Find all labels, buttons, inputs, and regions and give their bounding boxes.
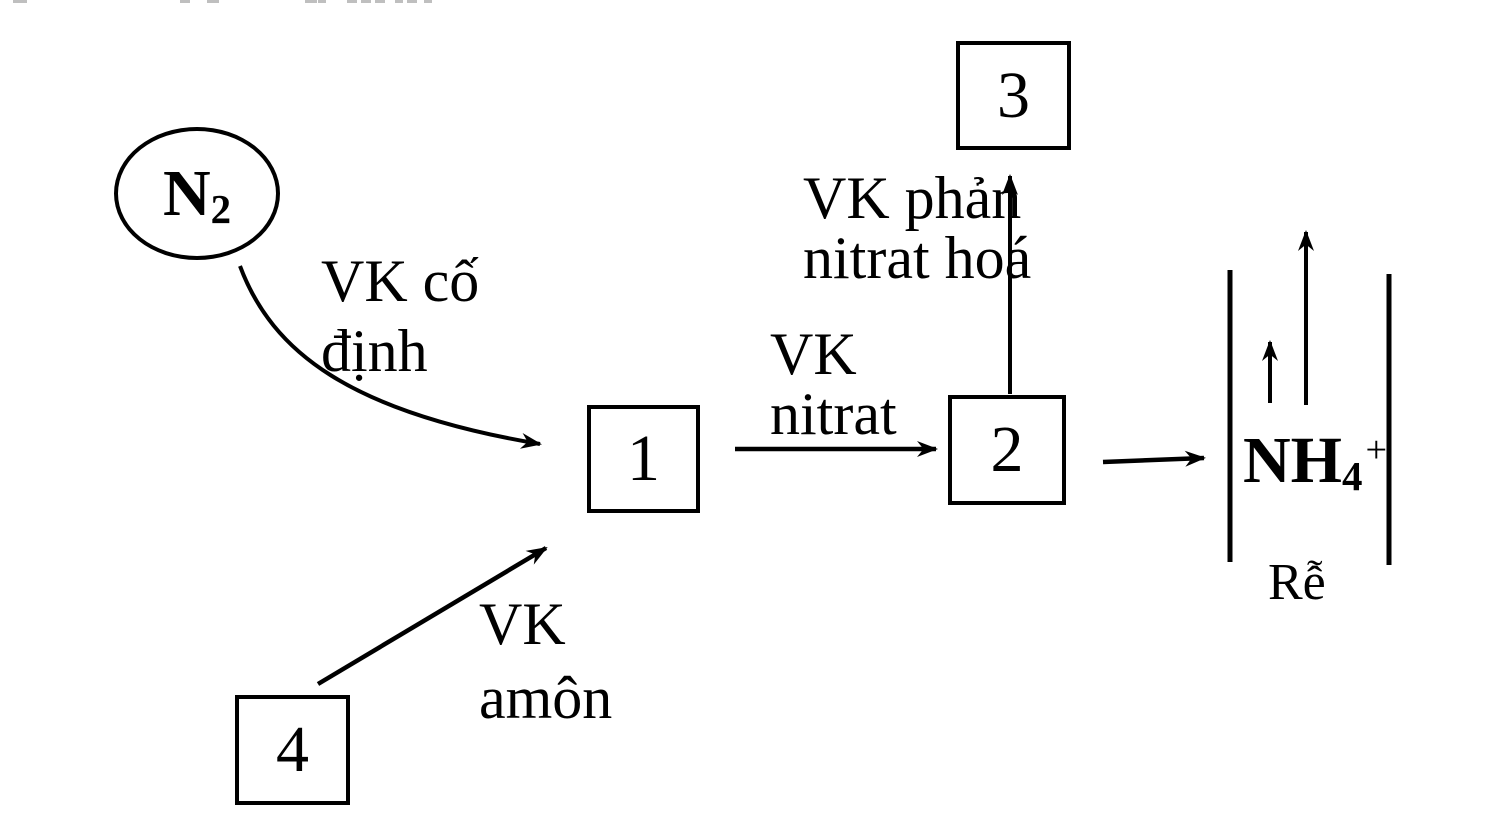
root-label: Rễ [1268,554,1326,611]
box-3-number: 3 [997,58,1030,132]
arrow-box4-to-box1 [316,546,548,686]
arrow-box2-to-root [1102,450,1206,467]
label-line: VK [479,591,566,657]
label-vk-nitrat: VK nitrat [770,324,897,444]
label-vk-phan-nitrat-hoa: VK phản nitrat hoá [803,168,1031,288]
artifact-dash [180,0,190,3]
nh4-superscript: + [1365,429,1388,472]
label-line: VK [770,321,857,387]
label-line: nitrat hoá [803,225,1032,291]
box-3-node: 3 [956,41,1071,150]
n2-subscript: 2 [210,186,232,232]
nh4-label: NH4+ [1243,424,1387,507]
n2-symbol: N [162,156,211,230]
label-line: định [321,318,428,384]
n2-ellipse-node: N2 [114,127,280,260]
artifact-dash [318,0,326,3]
nh4-subscript: 4 [1342,454,1363,500]
label-vk-amon: VK amôn [479,587,612,735]
box-2-number: 2 [990,413,1024,486]
artifact-dash [395,0,403,3]
arrow-n2-to-box1 [238,265,542,449]
artifact-dash [375,0,385,3]
box-1-number: 1 [627,422,660,495]
artifact-dash [361,0,371,3]
box-1-node: 1 [587,405,700,513]
box-2-node: 2 [948,395,1066,505]
n2-label: N2 [163,160,231,230]
label-line: VK phản [803,165,1022,231]
artifact-dash [407,0,417,3]
label-vk-co-dinh: VK cố định [321,246,479,386]
nh4-base: NH [1243,424,1342,497]
artifact-dash [424,0,432,3]
artifact-dash [207,0,219,3]
artifact-dash [13,0,27,3]
box-4-node: 4 [235,695,350,805]
box-4-number: 4 [276,713,309,786]
label-line: VK cố [321,248,480,314]
artifact-dash [305,0,317,3]
artifact-dash [347,0,357,3]
label-line: nitrat [770,381,897,447]
label-line: amôn [479,665,613,731]
